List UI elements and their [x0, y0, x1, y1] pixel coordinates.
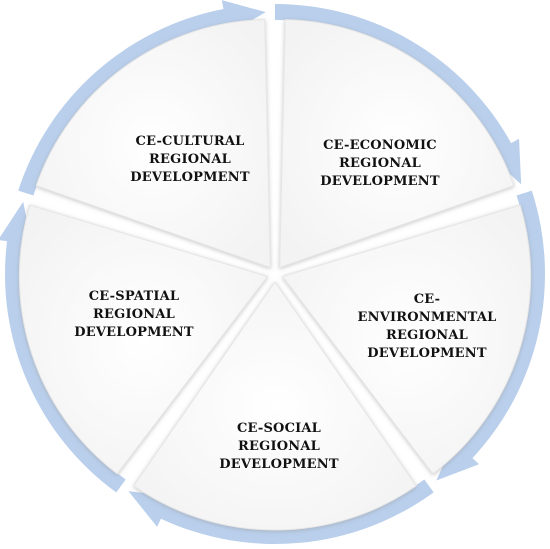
segment-label-line: DEVELOPMENT [320, 174, 440, 189]
segment-label-line: CE-SPATIAL [89, 289, 179, 304]
segment-label-line: REGIONAL [93, 307, 175, 322]
segment-label-social: CE-SOCIAL REGIONAL DEVELOPMENT [219, 421, 339, 472]
segment-label-spatial: CE-SPATIAL REGIONAL DEVELOPMENT [74, 289, 194, 340]
segment-economic [279, 19, 515, 269]
segment-label-line: DEVELOPMENT [367, 346, 487, 361]
segment-label-line: CE-ECONOMIC [323, 138, 437, 153]
cycle-arrow-spatial [0, 201, 126, 493]
segment-label-line: REGIONAL [149, 152, 231, 167]
segment-label-line: CE-CULTURAL [136, 134, 245, 149]
segment-spatial [18, 204, 269, 475]
segment-label-line: DEVELOPMENT [74, 325, 194, 340]
segment-label-line: REGIONAL [386, 328, 468, 343]
cycle-arrow-economic [275, 4, 522, 185]
segment-label-line: DEVELOPMENT [219, 457, 339, 472]
segment-labels: CE-ECONOMIC REGIONAL DEVELOPMENT CE- ENVIRON… [74, 134, 496, 472]
segment-label-environmental: CE- ENVIRONMENTAL REGIONAL DEVELOPMENT [358, 292, 497, 361]
segment-environmental [281, 204, 532, 475]
segment-label-line: REGIONAL [339, 156, 421, 171]
diagram-segments [18, 19, 532, 531]
segment-label-line: DEVELOPMENT [130, 170, 250, 185]
segment-label-economic: CE-ECONOMIC REGIONAL DEVELOPMENT [320, 138, 440, 189]
segment-label-cultural: CE-CULTURAL REGIONAL DEVELOPMENT [130, 134, 250, 185]
segment-label-line: CE- [414, 292, 441, 307]
segment-label-line: ENVIRONMENTAL [358, 310, 497, 325]
segment-label-line: REGIONAL [238, 439, 320, 454]
cycle-arrow-cultural [18, 0, 266, 196]
segment-cultural [35, 19, 271, 269]
cycle-arrow-social [128, 479, 434, 544]
segment-social [133, 281, 417, 531]
segment-label-line: CE-SOCIAL [237, 421, 321, 436]
